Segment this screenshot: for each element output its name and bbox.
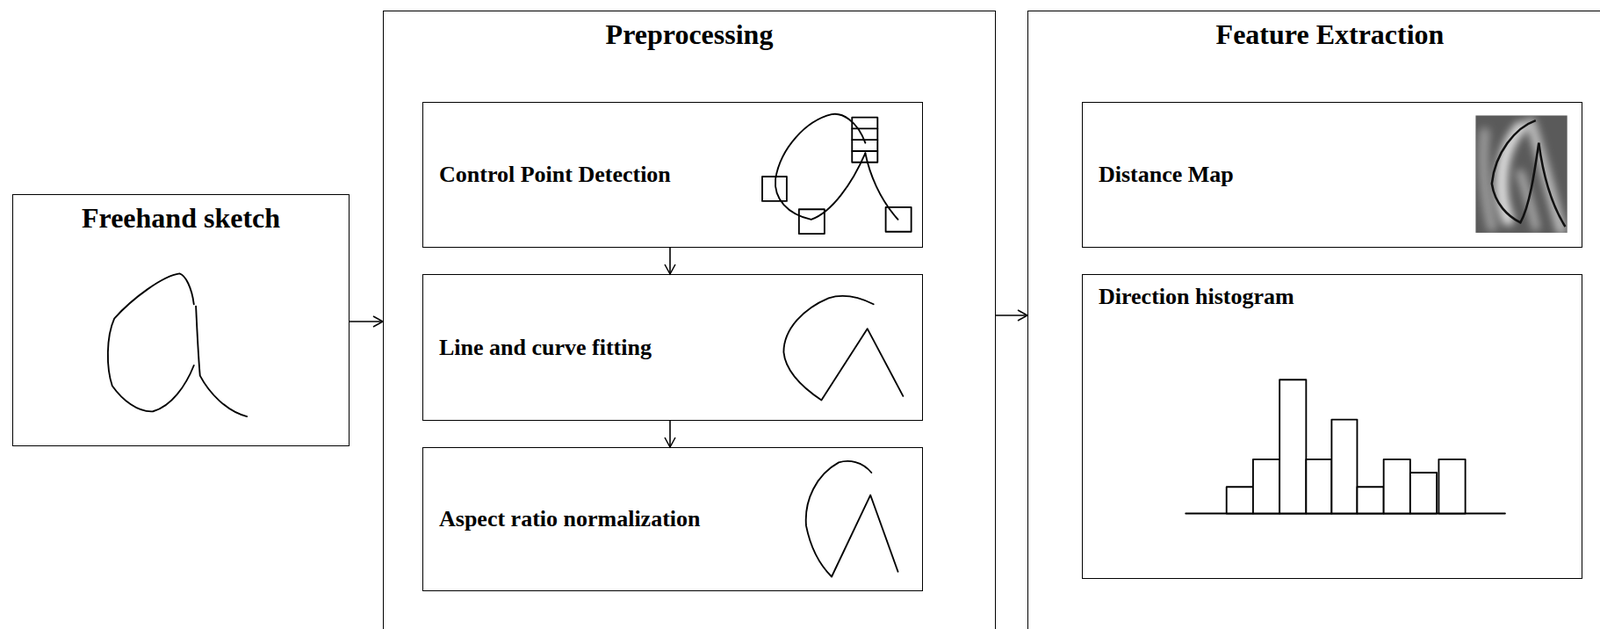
freehand-stroke — [195, 306, 247, 417]
box-label: Distance Map — [1098, 161, 1234, 188]
feature-box: Direction histogram — [1081, 273, 1583, 579]
fitted-shape — [783, 295, 903, 401]
box-label: Direction histogram — [1098, 283, 1295, 310]
freehand-stroke — [108, 273, 195, 411]
stage-panel: Feature ExtractionDistance MapDirection … — [1027, 10, 1600, 629]
process-box: Aspect ratio normalization — [422, 446, 923, 591]
flow-arrow — [349, 320, 383, 323]
box-heading: Freehand sketch — [13, 201, 349, 235]
stage-panel: PreprocessingControl Point DetectionLine… — [382, 10, 996, 629]
box-heading: Preprocessing — [383, 18, 995, 51]
normalized-shape — [806, 461, 899, 577]
control-point — [851, 117, 878, 163]
input-box: Freehand sketch — [12, 194, 350, 447]
flow-arrow — [669, 420, 671, 447]
box-label: Line and curve fitting — [439, 334, 652, 361]
box-label: Control Point Detection — [439, 161, 671, 188]
histogram-bars — [1226, 379, 1466, 513]
flow-arrow — [995, 314, 1028, 317]
box-heading: Feature Extraction — [1028, 18, 1600, 51]
feature-box: Distance Map — [1081, 101, 1583, 248]
control-point — [762, 176, 787, 202]
box-label: Aspect ratio normalization — [439, 505, 701, 533]
control-point — [886, 207, 912, 232]
process-box: Control Point Detection — [422, 101, 923, 248]
control-point — [799, 209, 825, 234]
process-box: Line and curve fitting — [422, 273, 923, 421]
flow-arrow — [669, 247, 671, 274]
distance-map-image — [1475, 115, 1568, 233]
